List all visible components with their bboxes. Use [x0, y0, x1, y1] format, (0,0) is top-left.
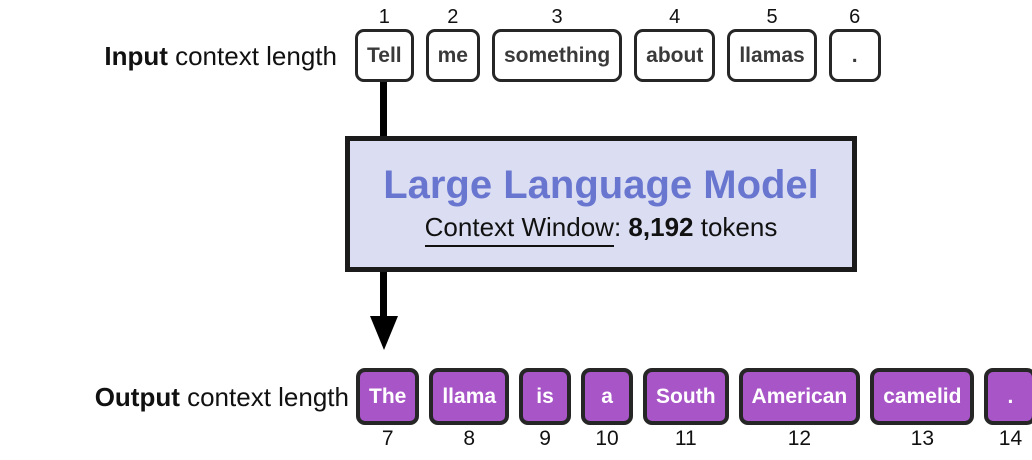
output-token: American 12	[738, 368, 861, 450]
input-token-row: 1 Tell 2 me 3 something 4 about 5 llamas…	[355, 6, 881, 82]
output-token: The 7	[356, 368, 420, 450]
token-number: 12	[787, 427, 812, 450]
output-token: . 14	[984, 368, 1032, 450]
model-box: Large Language Model Context Window: 8,1…	[345, 136, 857, 272]
output-token: camelid 13	[870, 368, 975, 450]
token-box: camelid	[870, 368, 975, 425]
context-window-label: Context Window	[424, 211, 614, 247]
output-token: is 9	[519, 368, 572, 450]
token-number: 10	[595, 427, 619, 450]
input-label-rest: context length	[167, 41, 337, 71]
token-box: a	[581, 368, 634, 425]
input-token: 4 about	[634, 6, 716, 82]
token-box: about	[634, 29, 716, 82]
context-window-token-count: 8,192	[628, 211, 694, 242]
token-box: .	[828, 29, 881, 82]
output-label-rest: context length	[179, 382, 349, 412]
output-token-row: The 7 llama 8 is 9 a 10 South 11 America…	[356, 368, 1032, 450]
token-number: 14	[998, 427, 1023, 450]
arrow-down-icon	[370, 316, 398, 350]
token-box: me	[425, 29, 480, 82]
token-number: 8	[463, 427, 476, 450]
input-token: 6 .	[828, 6, 881, 82]
token-box: South	[643, 368, 729, 425]
token-number: 13	[910, 427, 935, 450]
token-number: 6	[849, 6, 861, 28]
token-number: 9	[539, 427, 551, 450]
token-box: American	[738, 368, 861, 425]
output-token: llama 8	[429, 368, 510, 450]
token-box: The	[356, 368, 420, 425]
token-number: 7	[381, 427, 394, 450]
output-label-bold: Output	[94, 382, 180, 412]
token-number: 1	[378, 6, 390, 28]
subtitle-tokens-suffix: tokens	[693, 211, 778, 242]
input-token: 5 llamas	[727, 6, 817, 82]
token-box: something	[491, 29, 623, 82]
token-box: llama	[429, 368, 510, 425]
token-box: is	[519, 368, 572, 425]
token-box: llamas	[727, 29, 817, 82]
token-number: 4	[669, 6, 681, 28]
model-subtitle: Context Window: 8,192 tokens	[424, 211, 778, 247]
output-context-length-label: Output context length	[0, 382, 349, 413]
output-token: South 11	[643, 368, 729, 450]
arrow-stem-bottom	[380, 272, 387, 318]
token-number: 11	[674, 427, 697, 450]
model-title: Large Language Model	[383, 162, 819, 207]
output-token: a 10	[581, 368, 634, 450]
token-box: .	[984, 368, 1032, 425]
token-number: 2	[447, 6, 459, 28]
arrow-stem-top	[380, 82, 387, 136]
token-number: 3	[551, 6, 563, 28]
token-box: Tell	[355, 29, 414, 82]
input-token: 3 something	[491, 6, 623, 82]
input-token: 2 me	[425, 6, 480, 82]
input-token: 1 Tell	[355, 6, 414, 82]
subtitle-colon: :	[613, 211, 629, 242]
token-number: 5	[766, 6, 778, 28]
input-label-bold: Input	[104, 41, 168, 71]
input-context-length-label: Input context length	[0, 41, 337, 72]
